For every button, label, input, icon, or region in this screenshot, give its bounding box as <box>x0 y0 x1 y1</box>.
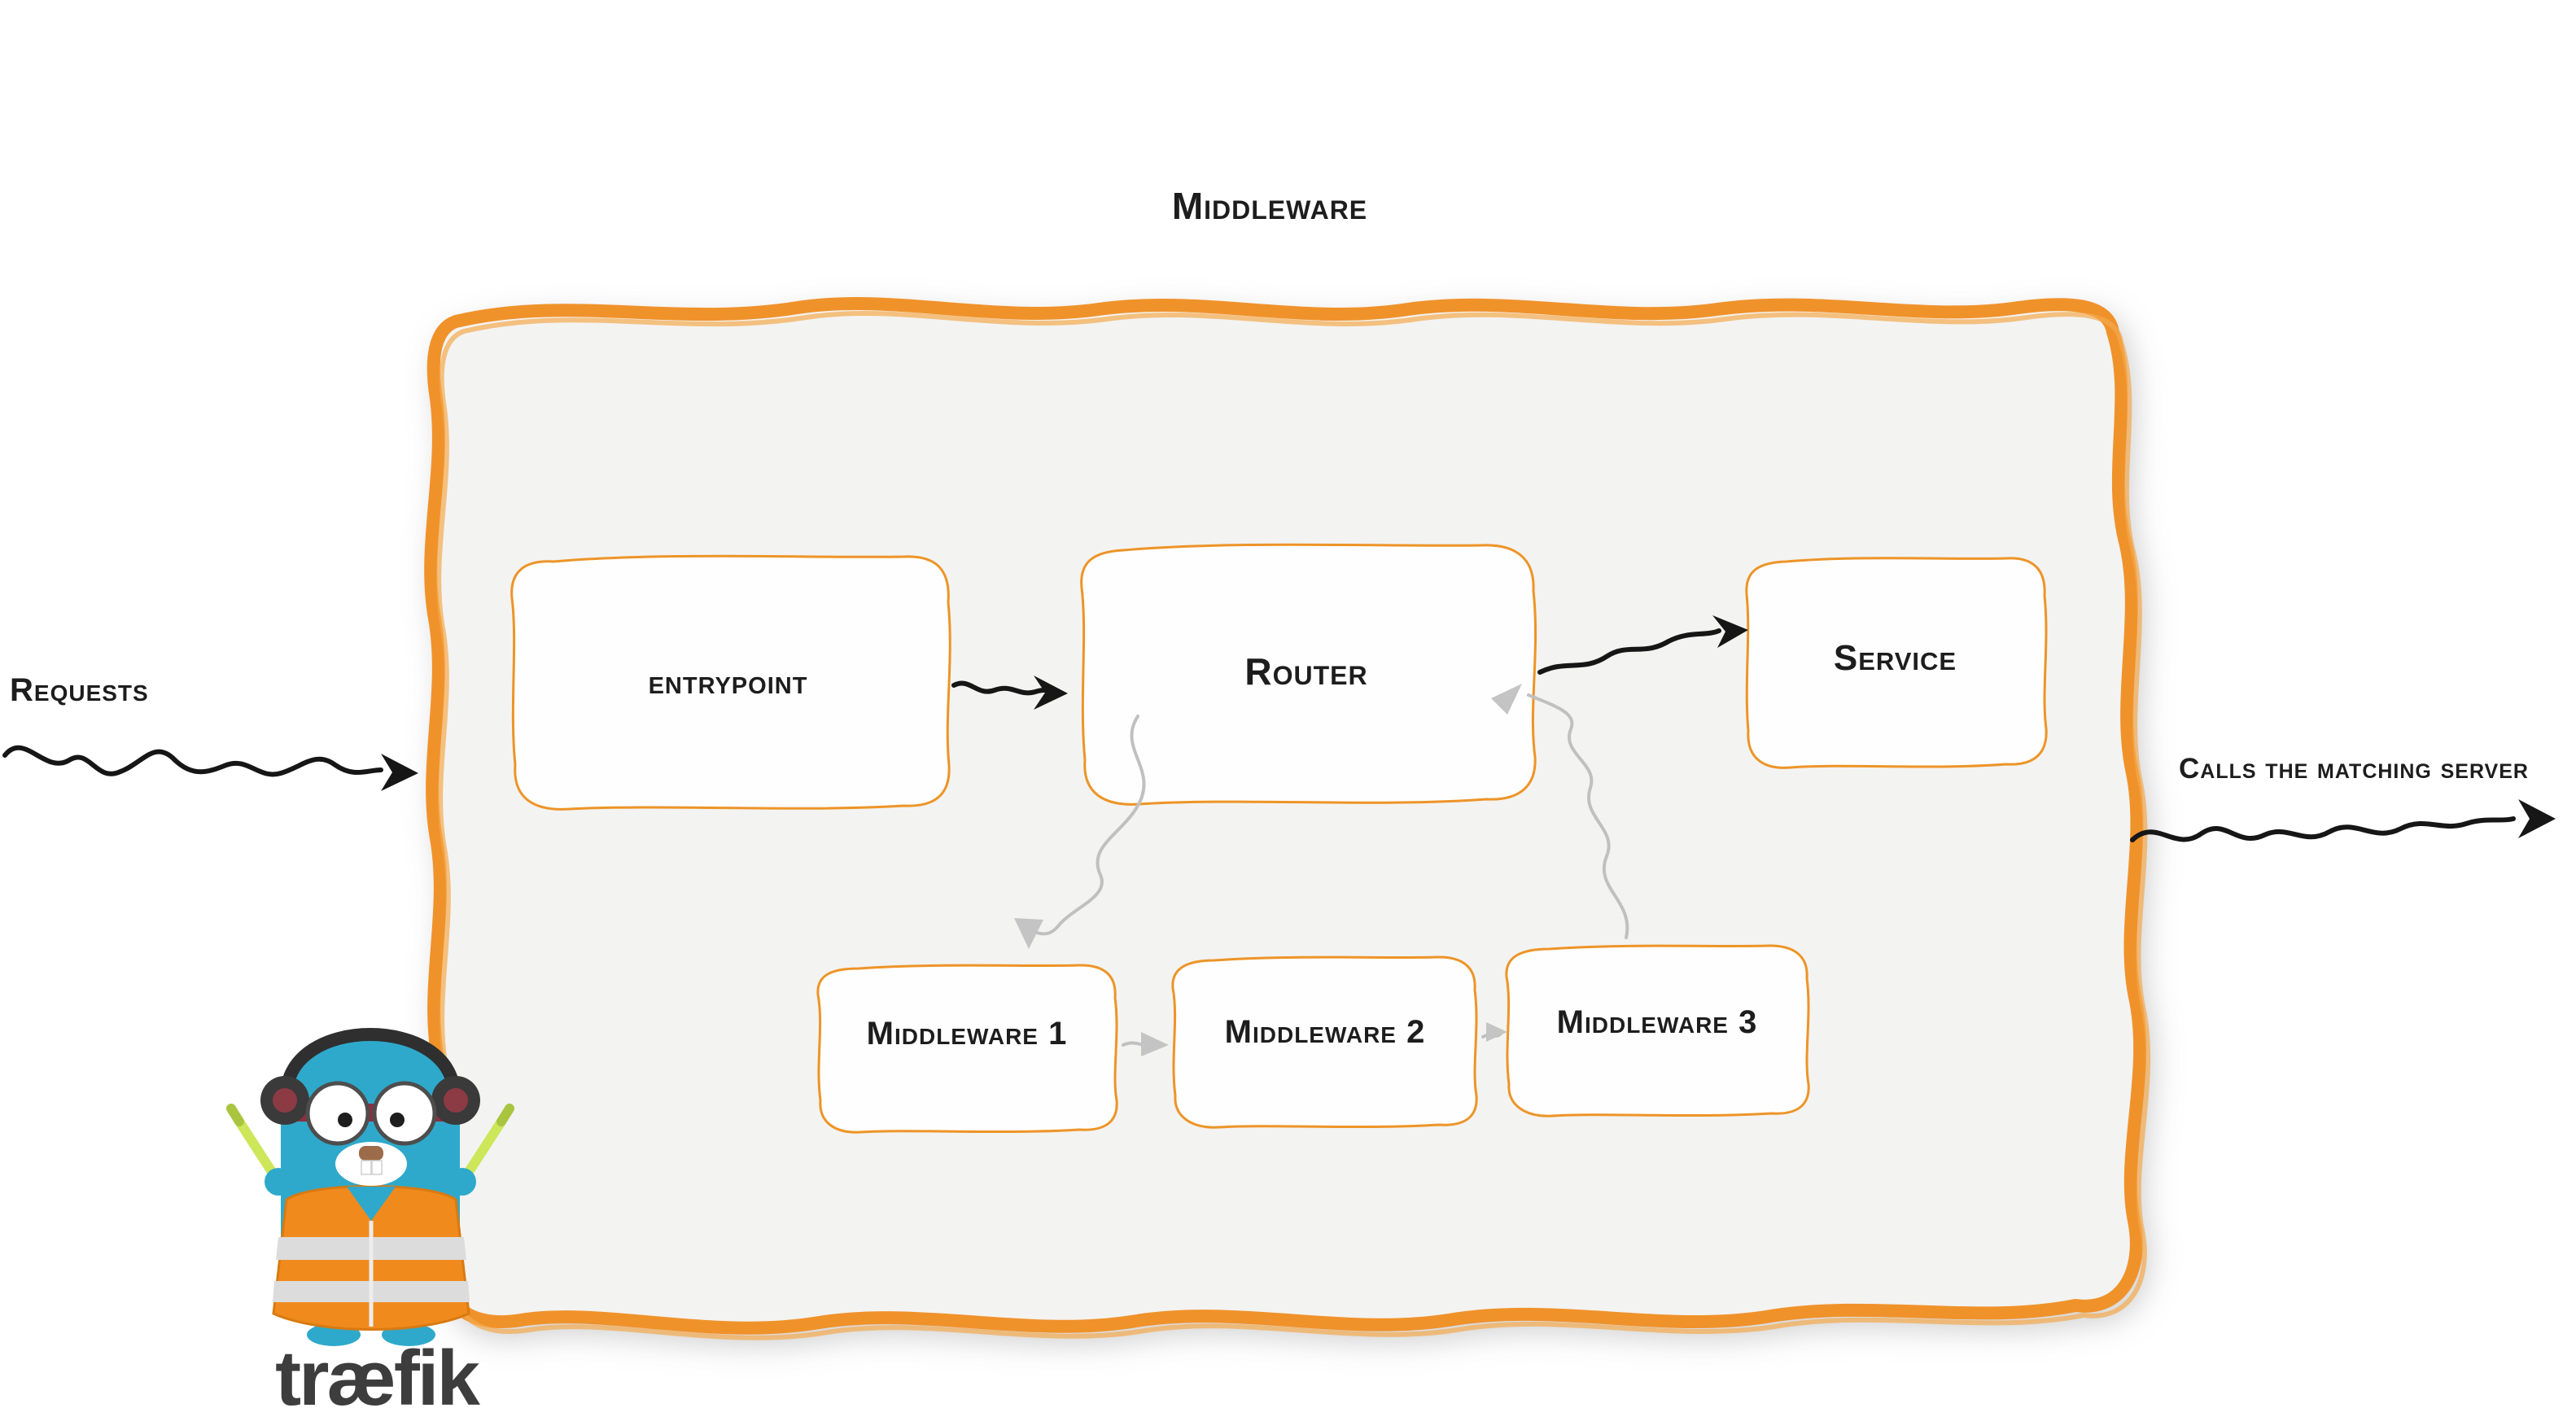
glow-stick-left-tip <box>226 1104 244 1126</box>
entrypoint-box <box>510 554 951 811</box>
calls-exit-arrow <box>2130 816 2516 842</box>
glow-stick-right <box>461 1117 506 1182</box>
middleware3-box <box>1505 944 1810 1117</box>
to-middleware2-arrowhead <box>1141 1032 1169 1056</box>
requests-arrow <box>2 745 383 777</box>
gopher-tooth-left <box>361 1160 372 1175</box>
gopher-arm-left <box>265 1168 292 1196</box>
gopher-pupil-right <box>390 1113 405 1127</box>
entrypoint-label: entrypoint <box>648 662 808 701</box>
gopher-eye-left <box>305 1081 370 1146</box>
node-boxes <box>510 543 2048 1134</box>
diagram-title: Middleware <box>1171 185 1368 227</box>
middleware1-label: Middleware 1 <box>866 1016 1068 1052</box>
calls-matching-server-label: Calls the matching server <box>2179 753 2529 785</box>
router-box <box>1080 543 1537 806</box>
gopher-eye-right <box>372 1081 437 1146</box>
requests-label: Requests <box>10 672 149 708</box>
gopher-pupil-left <box>338 1113 352 1127</box>
vest-neck-opening <box>347 1187 396 1221</box>
to-router-arrowhead <box>1491 684 1522 715</box>
glow-stick-right-tip <box>496 1104 514 1126</box>
traefik-wordmark: træfik <box>275 1335 480 1408</box>
traefik-gopher-mascot <box>226 1028 514 1346</box>
service-box <box>1745 557 2048 769</box>
gopher-arm-right <box>448 1168 476 1196</box>
headphone-cup-right-inner <box>444 1088 468 1113</box>
service-label: Service <box>1833 638 1957 678</box>
router-to-service-arrow <box>1537 628 1721 675</box>
middleware2-box <box>1171 955 1478 1129</box>
to-middleware1-arrowhead <box>1014 918 1043 949</box>
router-to-middleware1-connector <box>1035 715 1146 936</box>
middleware-connector-arrowheads <box>1014 684 1522 1056</box>
middleware2-label: Middleware 2 <box>1224 1014 1426 1050</box>
headphone-band <box>280 1028 461 1096</box>
entrypoint-router-arrowhead <box>1034 676 1068 710</box>
panel-outline <box>424 297 2147 1335</box>
flow-arrowheads <box>381 615 2556 838</box>
middleware-panel <box>424 297 2151 1340</box>
headphone-cup-left-inner <box>273 1088 297 1113</box>
glow-stick-left <box>234 1117 280 1182</box>
gopher-tooth-right <box>371 1160 383 1175</box>
router-service-arrowhead <box>1712 615 1748 648</box>
middleware3-label: Middleware 3 <box>1556 1004 1758 1040</box>
gopher-nose <box>359 1146 383 1161</box>
middleware1-box <box>816 964 1118 1134</box>
requests-arrowhead <box>381 754 418 791</box>
to-middleware3-arrowhead <box>1486 1022 1507 1042</box>
exit-arrowhead <box>2518 799 2556 838</box>
middleware3-to-router-connector <box>1527 693 1629 939</box>
router-label: Router <box>1244 650 1368 693</box>
